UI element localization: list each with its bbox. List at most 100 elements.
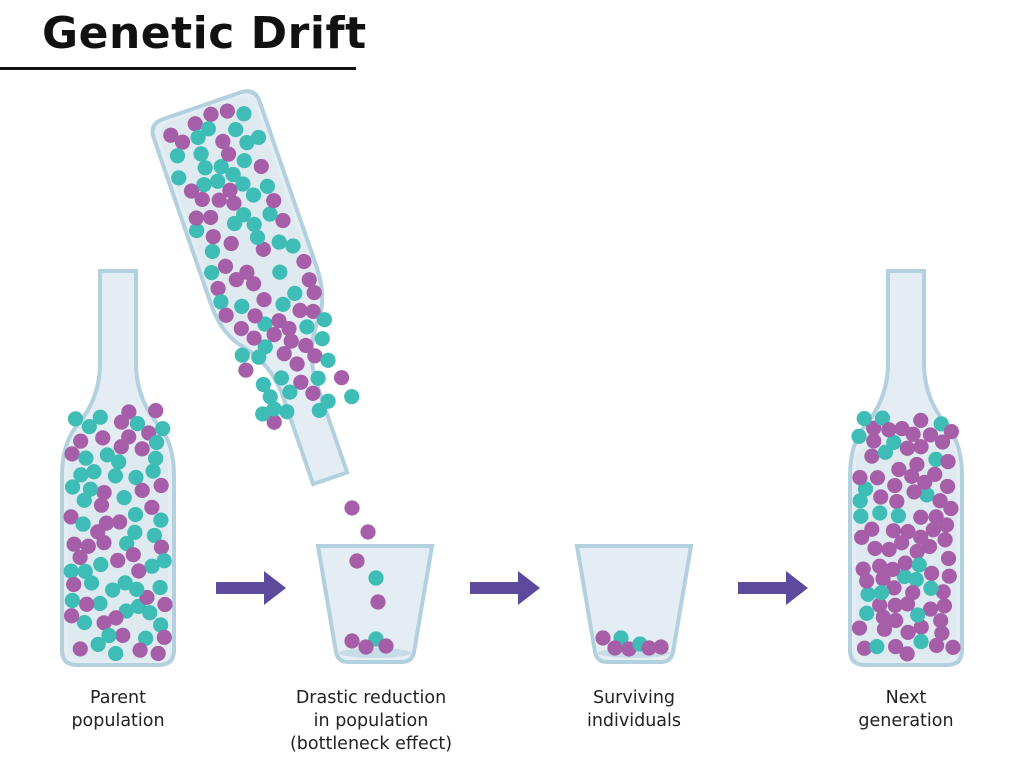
purple-allele-ball	[266, 414, 282, 430]
teal-allele-ball	[63, 563, 79, 579]
teal-allele-ball	[64, 479, 81, 495]
teal-allele-ball	[287, 285, 303, 301]
purple-allele-ball	[876, 621, 893, 637]
purple-allele-ball	[905, 584, 921, 601]
purple-allele-ball	[940, 454, 956, 470]
purple-allele-ball	[897, 555, 913, 571]
teal-allele-ball	[92, 409, 108, 425]
teal-allele-ball	[153, 512, 169, 528]
teal-allele-ball	[890, 508, 907, 524]
purple-allele-ball	[188, 210, 204, 226]
next-generation-bottle	[848, 269, 964, 667]
purple-allele-ball	[875, 571, 891, 587]
purple-allele-ball	[344, 633, 360, 649]
page-title: Genetic Drift	[42, 8, 367, 59]
teal-allele-ball	[874, 410, 891, 426]
purple-allele-ball	[934, 434, 951, 450]
purple-allele-ball	[266, 193, 282, 209]
teal-allele-ball	[148, 450, 164, 466]
teal-allele-ball	[873, 585, 890, 601]
purple-allele-ball	[889, 493, 905, 510]
purple-allele-ball	[888, 612, 904, 629]
purple-allele-ball	[875, 609, 891, 625]
teal-allele-ball	[213, 294, 229, 310]
teal-allele-ball	[225, 166, 241, 183]
purple-allele-ball	[909, 456, 925, 473]
teal-allele-ball	[310, 370, 326, 386]
teal-allele-ball	[316, 312, 333, 328]
purple-allele-ball	[885, 561, 901, 577]
purple-allele-ball	[113, 414, 130, 430]
teal-allele-ball	[81, 418, 97, 435]
purple-allele-ball	[215, 133, 231, 150]
purple-allele-ball	[289, 356, 305, 372]
teal-allele-ball	[299, 319, 315, 335]
teal-allele-ball	[190, 129, 206, 146]
teal-allele-ball	[249, 229, 266, 245]
purple-allele-ball	[864, 521, 880, 537]
teal-allele-ball	[857, 481, 874, 497]
purple-allele-ball	[872, 558, 888, 574]
teal-allele-ball	[82, 481, 99, 497]
cup-bottom	[339, 648, 411, 658]
purple-allele-ball	[344, 500, 360, 516]
purple-allele-ball	[93, 497, 110, 513]
purple-allele-ball	[928, 509, 944, 525]
purple-allele-ball	[943, 500, 959, 517]
purple-allele-ball	[228, 272, 244, 288]
purple-allele-ball	[607, 640, 623, 656]
purple-allele-ball	[867, 540, 883, 557]
purple-allele-ball	[885, 523, 902, 539]
purple-allele-ball	[864, 448, 880, 464]
purple-allele-ball	[203, 209, 219, 226]
purple-allele-ball	[157, 596, 173, 613]
purple-allele-ball	[925, 522, 941, 538]
purple-allele-ball	[866, 433, 882, 449]
teal-allele-ball	[67, 411, 84, 427]
label-bottleneck: Drastic reduction in population (bottlen…	[261, 687, 481, 756]
label-line: Next	[885, 688, 927, 708]
purple-allele-ball	[110, 552, 126, 569]
purple-allele-ball	[370, 594, 386, 610]
teal-allele-ball	[311, 402, 327, 418]
purple-allele-ball	[205, 229, 221, 245]
purple-allele-ball	[887, 639, 904, 655]
purple-allele-ball	[904, 468, 920, 484]
purple-allele-ball	[163, 127, 179, 143]
teal-allele-ball	[239, 135, 255, 151]
teal-allele-ball	[111, 454, 127, 470]
purple-allele-ball	[933, 613, 949, 629]
purple-allele-ball	[945, 639, 961, 655]
teal-allele-ball	[193, 146, 209, 162]
purple-allele-ball	[223, 235, 239, 252]
purple-allele-ball	[899, 440, 915, 456]
purple-allele-ball	[333, 370, 350, 386]
purple-allele-ball	[113, 439, 129, 455]
purple-allele-ball	[921, 538, 938, 555]
purple-allele-ball	[301, 272, 317, 288]
purple-allele-ball	[66, 536, 82, 552]
label-line: (bottleneck effect)	[289, 734, 453, 754]
teal-allele-ball	[228, 121, 244, 138]
purple-allele-ball	[253, 158, 269, 175]
purple-allele-ball	[72, 549, 88, 566]
purple-allele-ball	[95, 430, 111, 446]
purple-allele-ball	[358, 639, 374, 655]
teal-allele-ball	[272, 264, 288, 280]
purple-allele-ball	[63, 608, 80, 624]
teal-allele-ball	[155, 420, 171, 437]
purple-allele-ball	[66, 576, 82, 593]
purple-allele-ball	[275, 212, 291, 229]
purple-allele-ball	[855, 561, 871, 577]
purple-allele-ball	[887, 477, 903, 494]
teal-allele-ball	[255, 376, 271, 393]
purple-allele-ball	[941, 568, 957, 584]
teal-allele-ball	[853, 508, 869, 524]
purple-allele-ball	[913, 439, 929, 455]
teal-allele-ball	[204, 243, 220, 260]
purple-allele-ball	[899, 596, 916, 612]
teal-allele-ball	[928, 451, 944, 467]
teal-allele-ball	[860, 586, 876, 602]
purple-allele-ball	[79, 596, 95, 612]
teal-allele-ball	[76, 614, 93, 631]
